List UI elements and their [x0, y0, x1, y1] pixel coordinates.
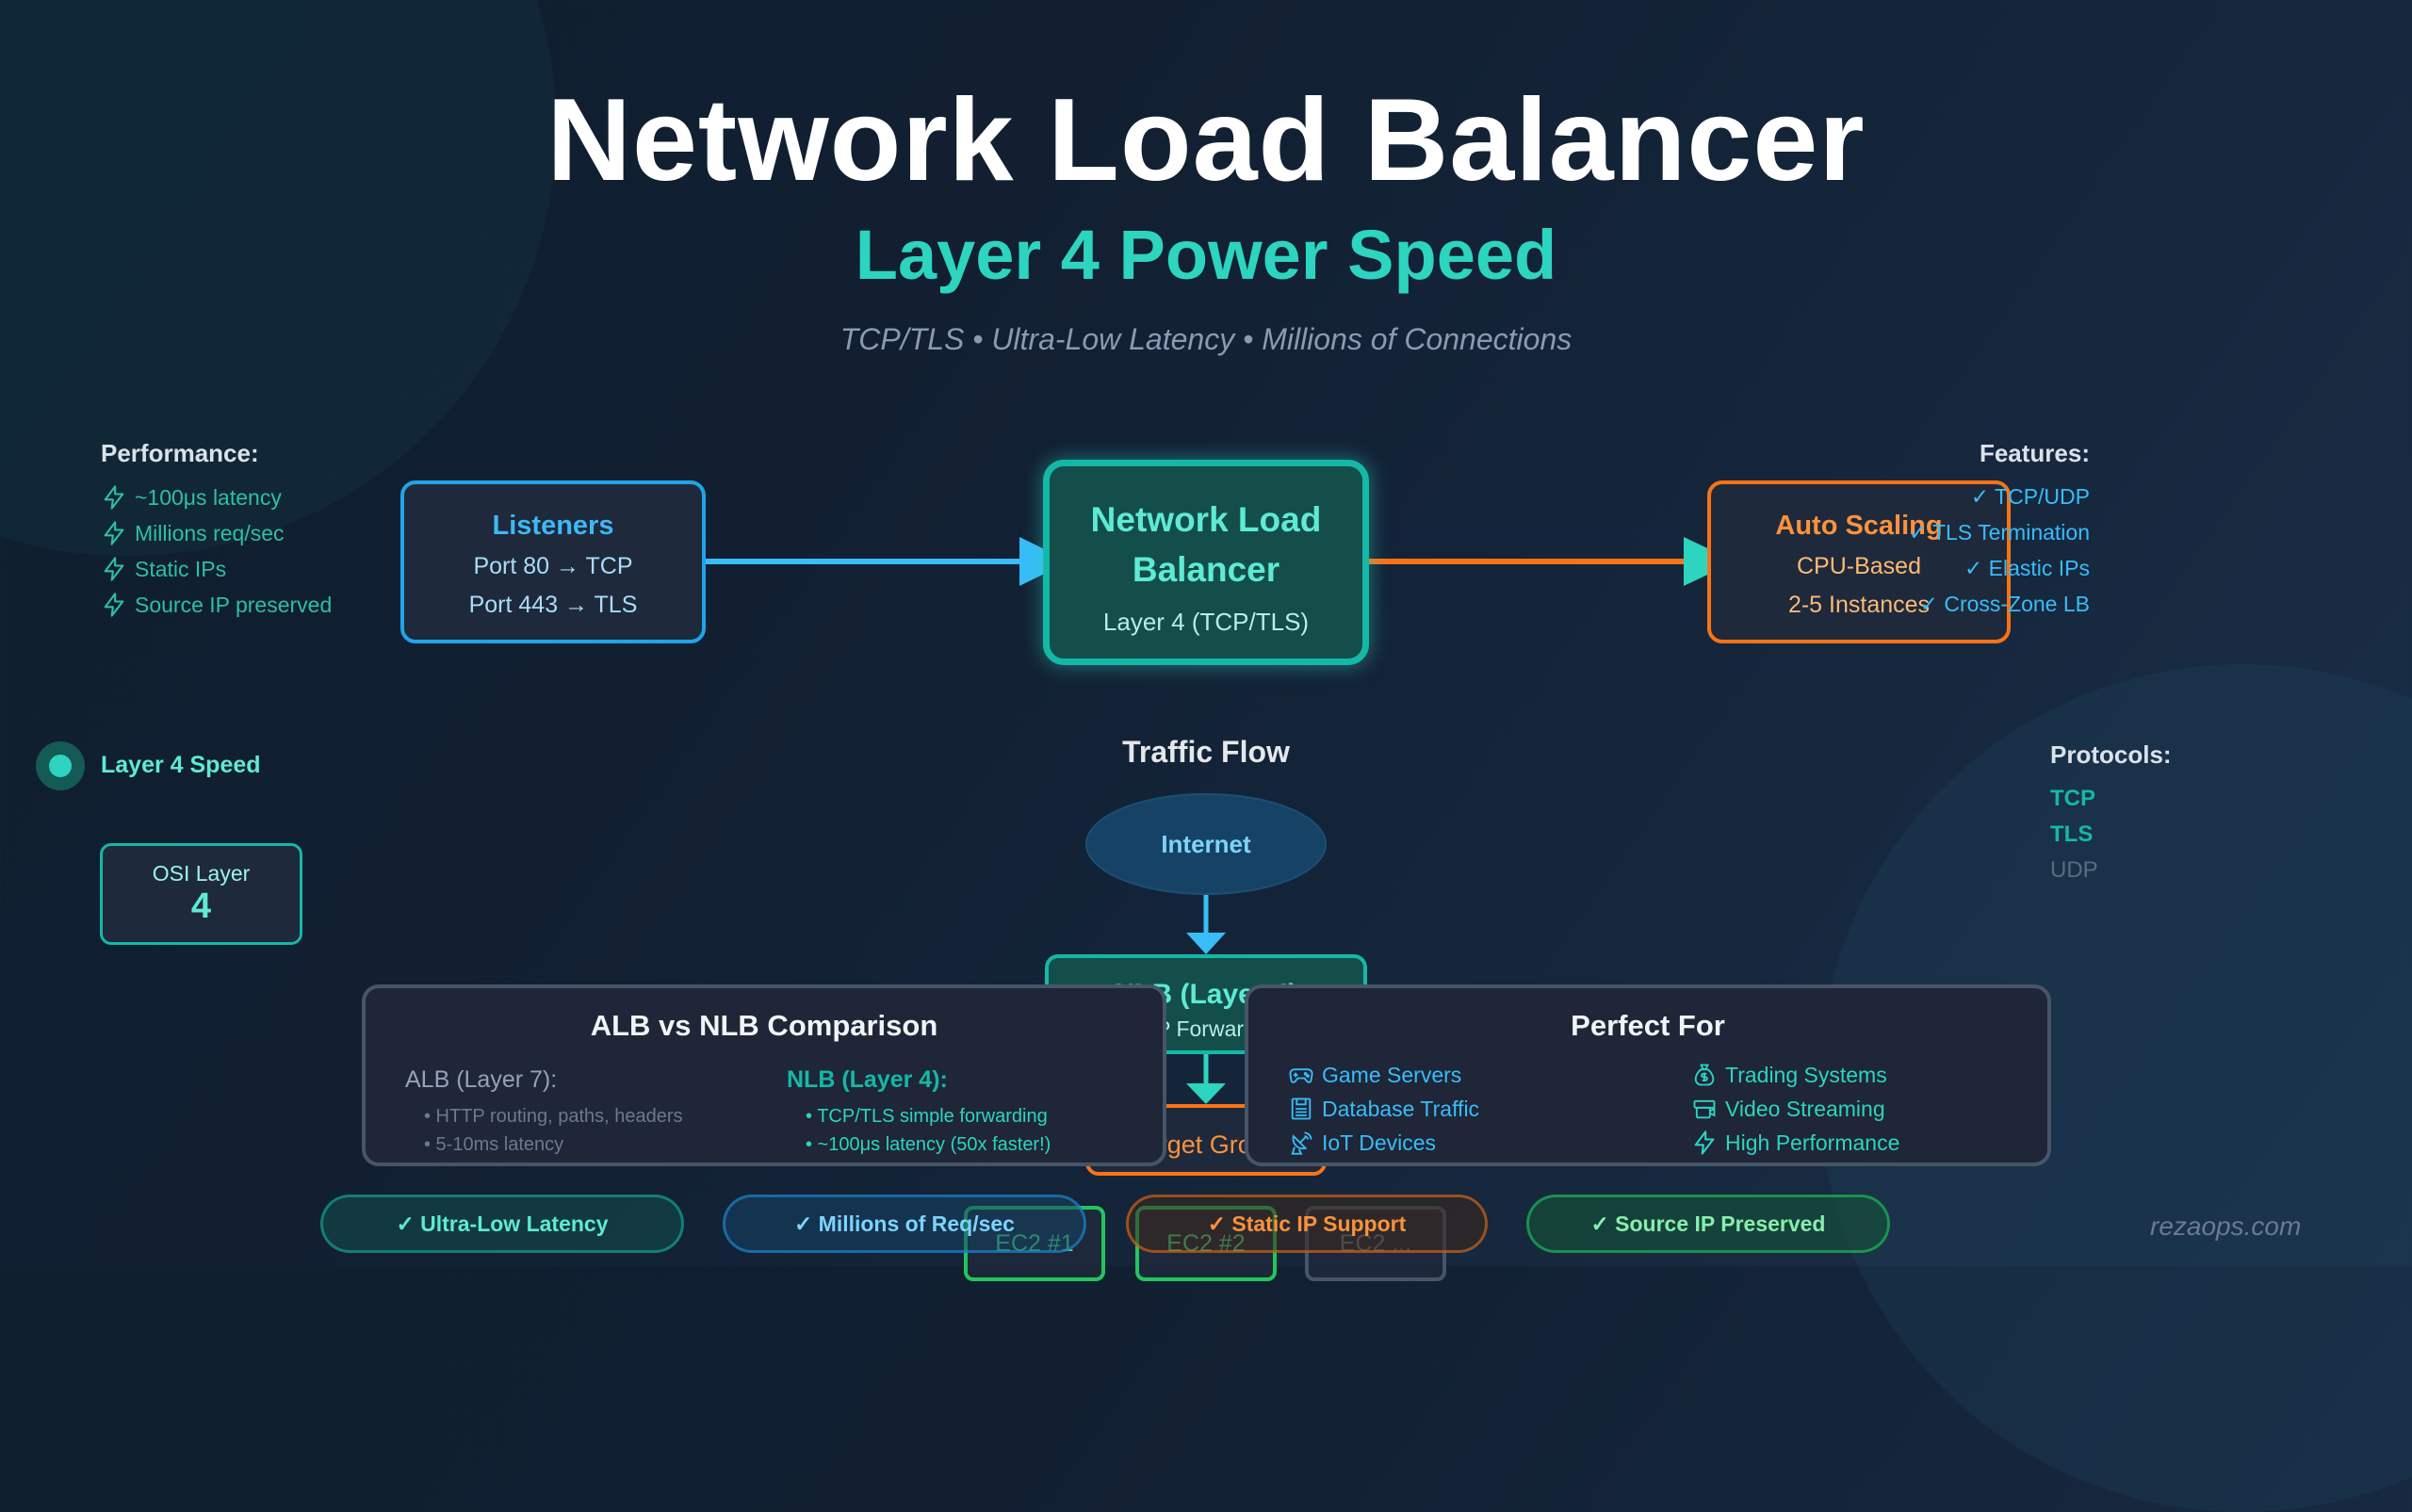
- traffic-flow-title: Traffic Flow: [1122, 735, 1290, 769]
- badge-source-ip: ✓ Source IP Preserved: [1526, 1195, 1890, 1253]
- performance-item-label: Millions req/sec: [135, 520, 285, 545]
- use-case-label: Database Traffic: [1322, 1096, 1480, 1121]
- use-case-label: Game Servers: [1322, 1062, 1462, 1087]
- badge-ultra-low-latency: ✓ Ultra-Low Latency: [320, 1195, 684, 1253]
- feature-item: ✓ Elastic IPs: [1964, 556, 2090, 580]
- speed-indicator-label: Layer 4 Speed: [101, 752, 261, 778]
- nlb-to-targetgroup-arrowhead: [1186, 1083, 1226, 1104]
- lightning-icon: [104, 557, 124, 581]
- network-load-balancer-node[interactable]: Network Load Balancer Layer 4 (TCP/TLS): [1043, 460, 1369, 665]
- autoscaling-policy: CPU-Based: [1797, 553, 1921, 579]
- performance-item: Millions req/sec: [101, 520, 285, 546]
- osi-layer-value: 4: [190, 886, 212, 926]
- brand-watermark: rezaops.com: [2150, 1211, 2302, 1241]
- performance-item: Source IP preserved: [101, 592, 332, 618]
- use-case-item: Trading Systems: [1691, 1062, 1887, 1088]
- internet-label: Internet: [1161, 829, 1251, 858]
- feature-item: ✓ TCP/UDP: [1970, 484, 2090, 509]
- performance-item: Static IPs: [101, 556, 226, 582]
- performance-heading: Performance:: [101, 439, 259, 467]
- protocols-heading: Protocols:: [2050, 740, 2172, 769]
- tagline: TCP/TLS • Ultra-Low Latency • Millions o…: [839, 322, 1573, 356]
- performance-item-label: ~100μs latency: [135, 484, 282, 510]
- lightning-icon: [104, 593, 124, 617]
- osi-layer-card: OSI Layer 4: [100, 843, 302, 945]
- autoscaling-title: Auto Scaling: [1775, 511, 1943, 541]
- use-case-label: Video Streaming: [1725, 1096, 1885, 1121]
- feature-item: ✓ Cross-Zone LB: [1919, 592, 2090, 616]
- floppy-disk-icon: [1291, 1097, 1312, 1120]
- lightning-icon: [104, 521, 124, 545]
- autoscaling-range: 2-5 Instances: [1787, 592, 1931, 618]
- listeners-node[interactable]: Listeners Port 80 → TCP Port 443 → TLS: [400, 480, 706, 643]
- money-bag-icon: [1694, 1064, 1715, 1086]
- use-case-item: Game Servers: [1288, 1062, 1461, 1088]
- osi-layer-label: OSI Layer: [152, 861, 251, 886]
- nlb-title-line2: Balancer: [1132, 550, 1280, 589]
- badge-millions-req: ✓ Millions of Req/sec: [723, 1195, 1086, 1253]
- perfect-for-card: Perfect For Game Servers Database Traffi…: [1245, 984, 2051, 1166]
- nlb-subtitle: Layer 4 (TCP/TLS): [1102, 608, 1310, 636]
- lightning-icon: [104, 485, 124, 510]
- nlb-item: • TCP/TLS simple forwarding: [806, 1106, 1048, 1127]
- speed-indicator-dot: [49, 755, 72, 777]
- internet-node[interactable]: Internet: [1085, 793, 1327, 895]
- auto-scaling-node[interactable]: Auto Scaling CPU-Based 2-5 Instances: [1707, 480, 2011, 643]
- protocol-tls: TLS: [2050, 821, 2094, 847]
- nlb-heading: NLB (Layer 4):: [787, 1066, 948, 1093]
- listener-port-80: Port 80 → TCP: [473, 553, 633, 579]
- protocol-udp: UDP: [2050, 857, 2098, 883]
- listener-port-443: Port 443 → TLS: [468, 592, 638, 618]
- perfect-for-title: Perfect For: [1571, 1009, 1725, 1042]
- use-case-label: Trading Systems: [1725, 1062, 1887, 1087]
- alb-item: • HTTP routing, paths, headers: [424, 1106, 683, 1127]
- use-case-item: Video Streaming: [1691, 1096, 1885, 1122]
- use-case-item: High Performance: [1691, 1130, 1899, 1156]
- badge-static-ip: ✓ Static IP Support: [1126, 1195, 1488, 1253]
- performance-item-label: Source IP preserved: [135, 592, 333, 617]
- use-case-label: IoT Devices: [1322, 1130, 1437, 1155]
- nlb-title: Network Load Balancer: [1050, 495, 1362, 594]
- internet-to-nlb-arrowhead: [1186, 933, 1226, 954]
- comparison-card: ALB vs NLB Comparison ALB (Layer 7): • H…: [362, 984, 1166, 1166]
- page-subtitle: Layer 4 Power Speed: [855, 216, 1557, 294]
- satellite-dish-icon: [1291, 1131, 1312, 1155]
- lightning-icon: [1694, 1130, 1715, 1155]
- alb-heading: ALB (Layer 7):: [405, 1066, 558, 1093]
- performance-item: ~100μs latency: [101, 484, 282, 511]
- use-case-item: Database Traffic: [1288, 1096, 1479, 1122]
- nlb-item: • ~100μs latency (50x faster!): [806, 1134, 1051, 1155]
- performance-item-label: Static IPs: [135, 556, 227, 581]
- feature-item: ✓ TLS Termination: [1908, 520, 2090, 545]
- alb-item: • 5-10ms latency: [424, 1134, 564, 1155]
- comparison-title: ALB vs NLB Comparison: [590, 1009, 938, 1042]
- video-icon: [1693, 1099, 1716, 1119]
- features-heading: Features:: [1979, 439, 2090, 467]
- page-title: Network Load Balancer: [546, 75, 1866, 205]
- use-case-item: IoT Devices: [1288, 1130, 1436, 1156]
- gamepad-icon: [1289, 1068, 1313, 1083]
- listeners-title: Listeners: [492, 511, 614, 541]
- use-case-label: High Performance: [1725, 1130, 1900, 1155]
- protocol-tcp: TCP: [2050, 786, 2095, 811]
- nlb-title-line1: Network Load: [1090, 500, 1322, 539]
